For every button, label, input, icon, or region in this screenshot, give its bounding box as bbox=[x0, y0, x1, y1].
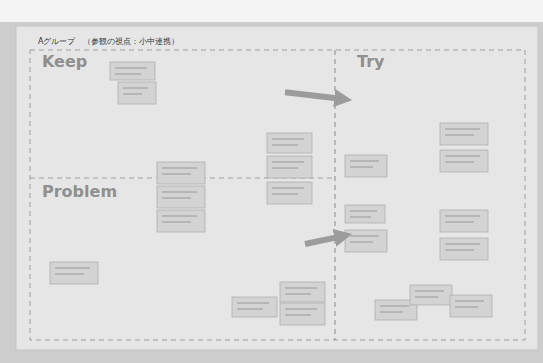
sticky-note bbox=[50, 262, 98, 284]
note-scribble bbox=[445, 216, 480, 217]
note-scribble bbox=[285, 288, 317, 289]
note-scribble bbox=[162, 168, 197, 169]
sticky-note bbox=[232, 297, 277, 317]
note-scribble bbox=[350, 211, 377, 212]
note-scribble bbox=[380, 306, 409, 307]
note-scribble bbox=[445, 129, 480, 130]
flow-arrow bbox=[305, 236, 345, 244]
note-scribble bbox=[162, 192, 197, 193]
note-scribble bbox=[350, 167, 373, 168]
sticky-note bbox=[267, 182, 312, 204]
note-scribble bbox=[162, 216, 197, 217]
region-heading: Try bbox=[357, 52, 384, 71]
flow-arrow bbox=[285, 92, 345, 99]
paper-board bbox=[16, 26, 538, 350]
note-scribble bbox=[455, 301, 484, 302]
dashed-frame bbox=[30, 50, 525, 340]
note-scribble bbox=[350, 236, 379, 237]
sticky-note bbox=[345, 205, 385, 223]
note-scribble bbox=[445, 156, 480, 157]
note-scribble bbox=[162, 174, 191, 175]
sticky-note bbox=[345, 230, 387, 252]
note-scribble bbox=[415, 297, 438, 298]
note-scribble bbox=[445, 135, 474, 136]
note-scribble bbox=[272, 168, 298, 169]
sticky-note bbox=[450, 295, 492, 317]
note-scribble bbox=[237, 303, 269, 304]
note-scribble bbox=[272, 145, 298, 146]
sticky-note bbox=[157, 186, 205, 208]
sticky-note bbox=[280, 282, 325, 302]
sticky-note bbox=[440, 123, 488, 145]
sticky-note bbox=[110, 62, 155, 80]
note-scribble bbox=[162, 198, 191, 199]
note-scribble bbox=[285, 309, 317, 310]
sticky-note bbox=[440, 238, 488, 260]
sticky-note bbox=[440, 150, 488, 172]
note-scribble bbox=[445, 244, 480, 245]
sticky-note bbox=[157, 162, 205, 184]
note-scribble bbox=[350, 242, 373, 243]
region-heading: Problem bbox=[42, 182, 117, 201]
note-scribble bbox=[272, 162, 304, 163]
region-heading: Keep bbox=[42, 52, 87, 71]
note-scribble bbox=[285, 315, 311, 316]
note-scribble bbox=[272, 188, 304, 189]
sticky-note bbox=[280, 303, 325, 325]
note-scribble bbox=[285, 294, 311, 295]
note-scribble bbox=[415, 291, 444, 292]
note-scribble bbox=[162, 222, 191, 223]
sticky-note bbox=[267, 156, 312, 178]
sticky-note bbox=[157, 210, 205, 232]
kpt-region: Keep bbox=[30, 50, 285, 178]
note-scribble bbox=[55, 274, 84, 275]
note-scribble bbox=[272, 139, 304, 140]
note-scribble bbox=[115, 68, 147, 69]
dashed-divider bbox=[335, 50, 336, 340]
sticky-note bbox=[410, 285, 452, 305]
kpt-region: Try bbox=[345, 50, 525, 340]
note-scribble bbox=[123, 88, 148, 89]
sticky-note bbox=[440, 210, 488, 232]
note-scribble bbox=[350, 161, 379, 162]
board-title: Aグループ （参観の視点：小中連携） bbox=[38, 36, 179, 47]
note-scribble bbox=[55, 268, 90, 269]
note-scribble bbox=[123, 94, 142, 95]
note-scribble bbox=[115, 74, 141, 75]
note-scribble bbox=[445, 250, 474, 251]
note-scribble bbox=[350, 217, 371, 218]
note-scribble bbox=[455, 307, 478, 308]
note-scribble bbox=[380, 312, 403, 313]
sticky-note bbox=[267, 133, 312, 153]
kpt-region: Problem bbox=[30, 180, 305, 340]
page-strip bbox=[0, 0, 543, 22]
sticky-note bbox=[345, 155, 387, 177]
note-scribble bbox=[445, 222, 474, 223]
note-scribble bbox=[237, 309, 263, 310]
note-scribble bbox=[272, 194, 298, 195]
note-scribble bbox=[445, 162, 474, 163]
sticky-note bbox=[118, 82, 156, 104]
